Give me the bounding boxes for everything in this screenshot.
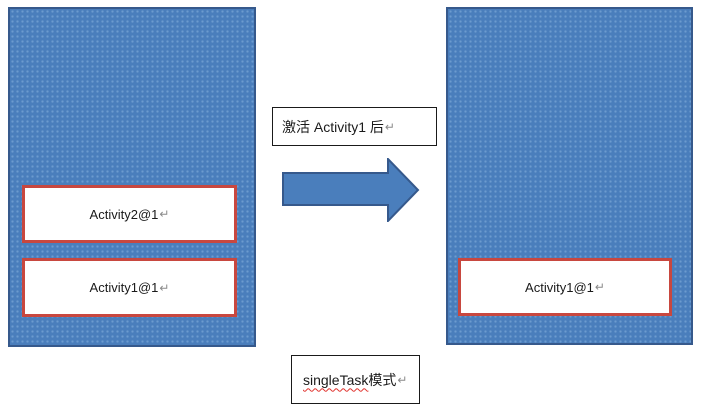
activity-label: Activity2@1 (89, 206, 159, 222)
paragraph-mark-icon: ↵ (594, 280, 605, 294)
transition-label-text: 激活 Activity1 后 (282, 118, 384, 135)
paragraph-mark-icon: ↵ (397, 372, 408, 387)
activity-label: Activity1@1 (525, 279, 594, 295)
transition-arrow-icon (282, 156, 420, 224)
task-stack-before: Activity2@1↵ Activity1@1↵ (8, 7, 256, 347)
activity-label: Activity1@1 (89, 280, 159, 295)
paragraph-mark-icon: ↵ (159, 207, 170, 221)
paragraph-mark-icon: ↵ (384, 119, 395, 134)
mode-caption-word: singleTask (303, 371, 369, 388)
mode-caption-rest: 模式 (368, 371, 397, 388)
activity-box-activity1-before: Activity1@1↵ (22, 258, 237, 317)
mode-caption-box: singleTask 模式↵ (291, 355, 420, 404)
activity-box-activity2: Activity2@1↵ (22, 185, 237, 243)
task-stack-after: Activity1@1↵ (446, 7, 693, 345)
transition-label-box: 激活 Activity1 后↵ (272, 107, 437, 146)
paragraph-mark-icon: ↵ (159, 280, 170, 295)
activity-box-activity1-after: Activity1@1↵ (458, 258, 672, 316)
